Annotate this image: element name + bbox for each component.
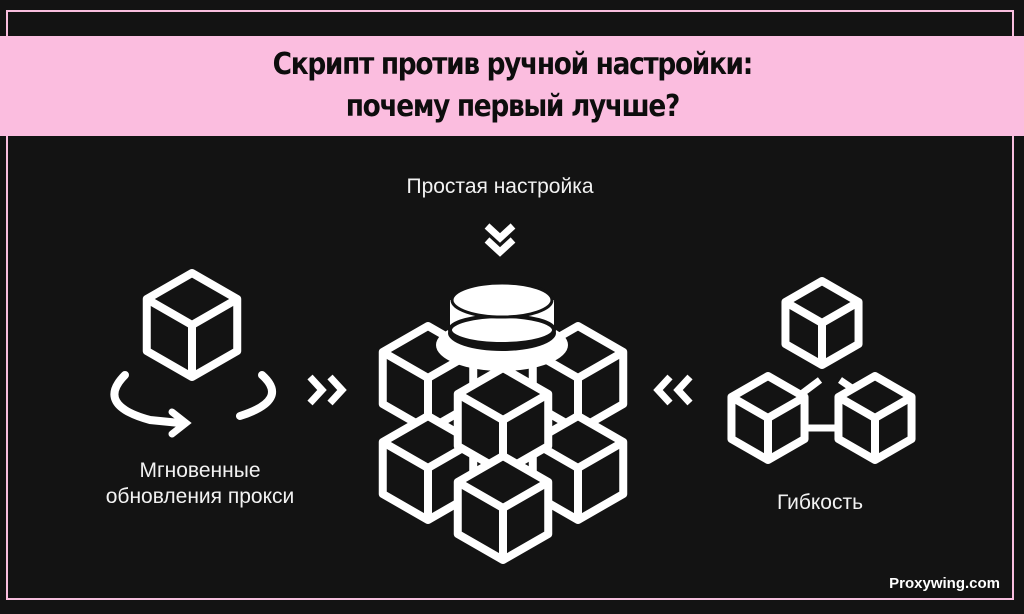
pink-frame <box>6 10 1014 600</box>
disc-icon <box>436 281 568 371</box>
cube-icon <box>453 452 553 564</box>
rotate-cube-icon <box>110 269 276 438</box>
label-simple-setup: Простая настройка <box>406 175 594 198</box>
label-instant-updates: Мгновенные обновления прокси <box>105 459 295 508</box>
double-chevron-down-icon <box>484 223 516 257</box>
brand-logo: Proxywing.com <box>889 575 1000 592</box>
label-flexibility: Гибкость <box>776 491 864 514</box>
cube-icon <box>834 372 916 464</box>
cube-icon <box>781 277 863 369</box>
network-cubes-icon <box>727 277 916 464</box>
double-chevron-right-icon <box>307 374 347 406</box>
title-line-2: почему первый лучше? <box>345 89 680 124</box>
cube-icon <box>142 269 242 381</box>
double-chevron-left-icon <box>653 374 693 406</box>
cube-icon <box>727 372 809 464</box>
title-banner: Скрипт против ручной настройки: почему п… <box>0 36 1024 136</box>
title-line-1: Скрипт против ручной настройки: <box>272 47 753 82</box>
